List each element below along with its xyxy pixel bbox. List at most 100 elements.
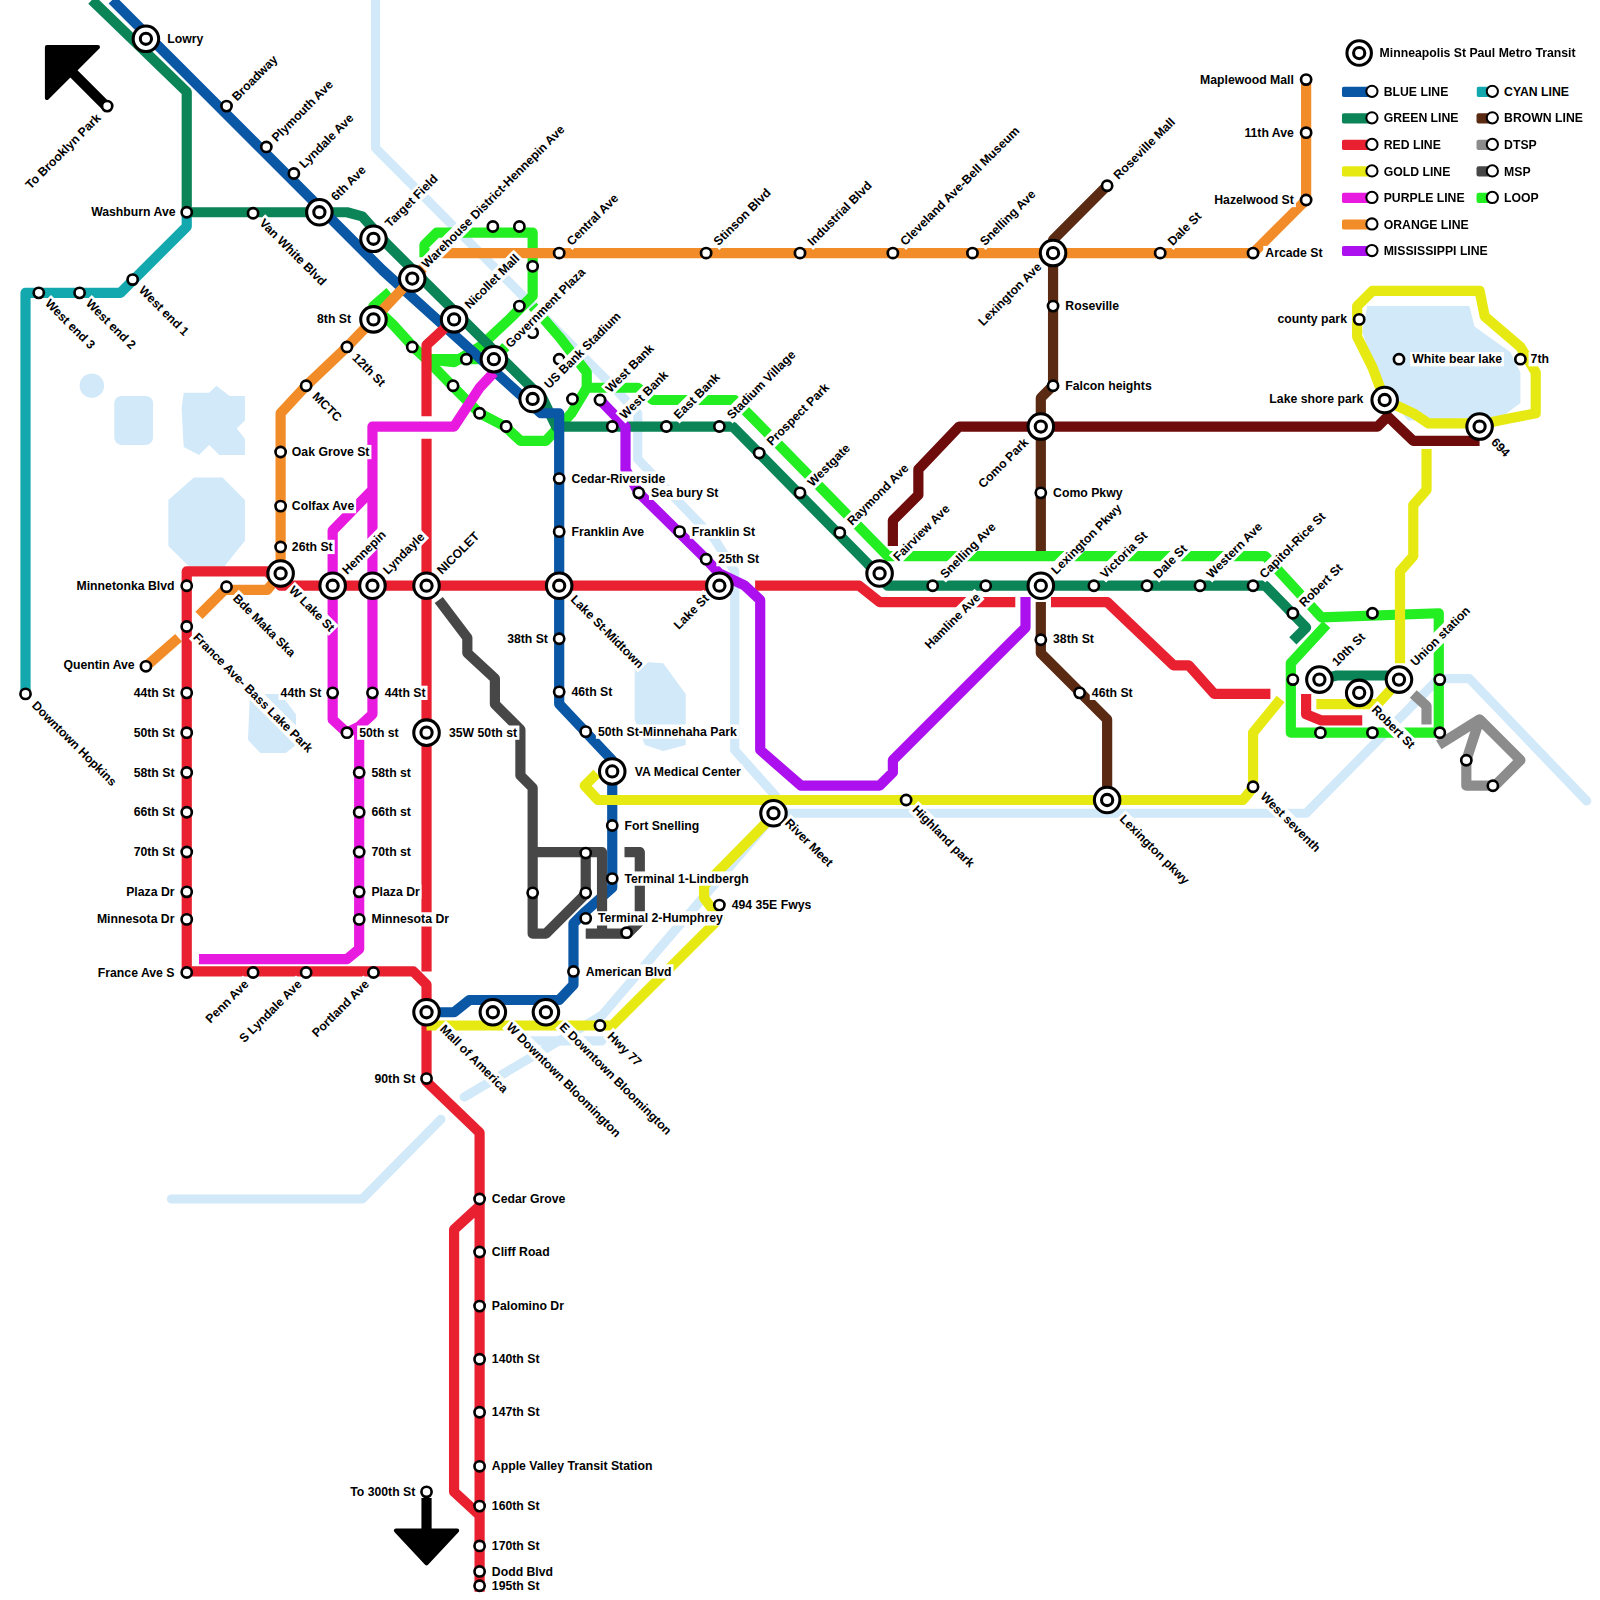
station-label: Minnesota Dr [95, 912, 177, 926]
station-label: Lake shore park [1267, 392, 1365, 406]
interchange-station [481, 346, 507, 372]
station-dot [501, 421, 511, 431]
interchange-station [1102, 794, 1113, 805]
interchange-station [488, 354, 499, 365]
station-label: Cliff Road [490, 1245, 552, 1259]
interchange-station [421, 580, 432, 591]
legend-text: LOOP [1504, 191, 1539, 205]
legend-swatch [1477, 113, 1493, 123]
legend-swatch [1477, 87, 1493, 97]
lake [80, 373, 104, 397]
station-dot [1074, 688, 1084, 698]
interchange-station [275, 568, 286, 579]
legend-text: GOLD LINE [1384, 164, 1451, 178]
lake [114, 396, 153, 445]
station-dot [182, 688, 192, 698]
interchange-station [133, 26, 159, 52]
station-dot [528, 261, 538, 271]
legend-text: MISSISSIPPI LINE [1384, 244, 1488, 258]
interchange-station [421, 1007, 432, 1018]
legend-row: GOLD LINE [1342, 164, 1451, 178]
station-dot [474, 1461, 484, 1471]
station-label: Terminal 2-Humphrey [596, 911, 725, 925]
station-label: Dale St [1149, 540, 1191, 582]
station-label: Cedar Grove [490, 1192, 568, 1206]
station-label: 50th St-Minnehaha Park [596, 724, 739, 738]
station-label: Westgate [803, 439, 854, 490]
station-label: Target Field [381, 170, 442, 231]
station-dot [581, 888, 591, 898]
station-dot [474, 1247, 484, 1257]
station-dot [554, 634, 564, 644]
station-label: 90th St [372, 1071, 417, 1085]
station-label: Industrial Blvd [803, 177, 876, 250]
purple-line [199, 372, 494, 959]
interchange-station [714, 580, 725, 591]
station-label: Roseville [1063, 299, 1121, 313]
station-dot [581, 913, 591, 923]
station-dot [102, 101, 112, 111]
dtsp-line [1413, 694, 1520, 786]
station-label: Lexington pkwy [1115, 810, 1193, 888]
legend-station-dot [1486, 111, 1499, 124]
station-label: 147th St [490, 1405, 542, 1419]
station-label: VA Medical Center [633, 764, 743, 778]
station-dot [795, 248, 805, 258]
legend-row: BROWN LINE [1477, 111, 1583, 125]
interchange-station [1028, 573, 1054, 599]
station-label: 58th st [369, 765, 413, 779]
interchange-station [140, 33, 151, 44]
station-dot [474, 1354, 484, 1364]
station-dot [595, 1020, 605, 1030]
station-label: Robert St [1295, 559, 1347, 611]
station-label: 50th st [357, 726, 401, 740]
station-dot [714, 421, 724, 431]
station-dot [1301, 74, 1311, 84]
station-dot [634, 488, 644, 498]
station-label: France Ave S [96, 965, 177, 979]
station-dot [182, 728, 192, 738]
station-label: East Bank [669, 369, 724, 424]
station-dot [1394, 354, 1404, 364]
interchange-station [527, 393, 538, 404]
station-label: River Meet [781, 814, 838, 871]
station-dot [607, 820, 617, 830]
station-label: 25th St [716, 552, 761, 566]
station-dot [276, 501, 286, 511]
interchange-station [421, 727, 432, 738]
station-label: 170th St [490, 1539, 542, 1553]
station-label: 66th St [132, 805, 177, 819]
station-label: Robert St [1367, 701, 1419, 753]
station-dot [835, 528, 845, 538]
station-dot [474, 1581, 484, 1591]
legend-row: RED LINE [1342, 138, 1441, 152]
station-label: Van White Blvd [255, 214, 331, 290]
interchange-station [414, 720, 440, 746]
station-label: 38th St [505, 632, 550, 646]
interchange-station [480, 999, 506, 1025]
legend-row: CYAN LINE [1477, 85, 1569, 99]
station-label: 44th St [132, 686, 177, 700]
station-label: Arcade St [1263, 246, 1324, 260]
station-label: Dale St [1163, 208, 1205, 250]
station-dot [701, 248, 711, 258]
station-label: Victoria St [1096, 527, 1152, 583]
station-dot [141, 661, 151, 671]
station-dot [182, 914, 192, 924]
station-dot [1367, 608, 1377, 618]
interchange-station [1314, 674, 1325, 685]
legend-text: CYAN LINE [1504, 85, 1569, 99]
interchange-station [361, 226, 387, 252]
station-label: Government Plaza [501, 263, 590, 352]
station-dot [474, 1501, 484, 1511]
legend-text: GREEN LINE [1384, 111, 1459, 125]
legend-text: ORANGE LINE [1384, 217, 1469, 231]
interchange-station [768, 808, 779, 819]
station-dot [528, 888, 538, 898]
station-dot [1315, 728, 1325, 738]
station-dot [354, 767, 364, 777]
station-dot [248, 208, 258, 218]
interchange-station [554, 580, 565, 591]
station-label: 6th Ave [327, 161, 371, 205]
